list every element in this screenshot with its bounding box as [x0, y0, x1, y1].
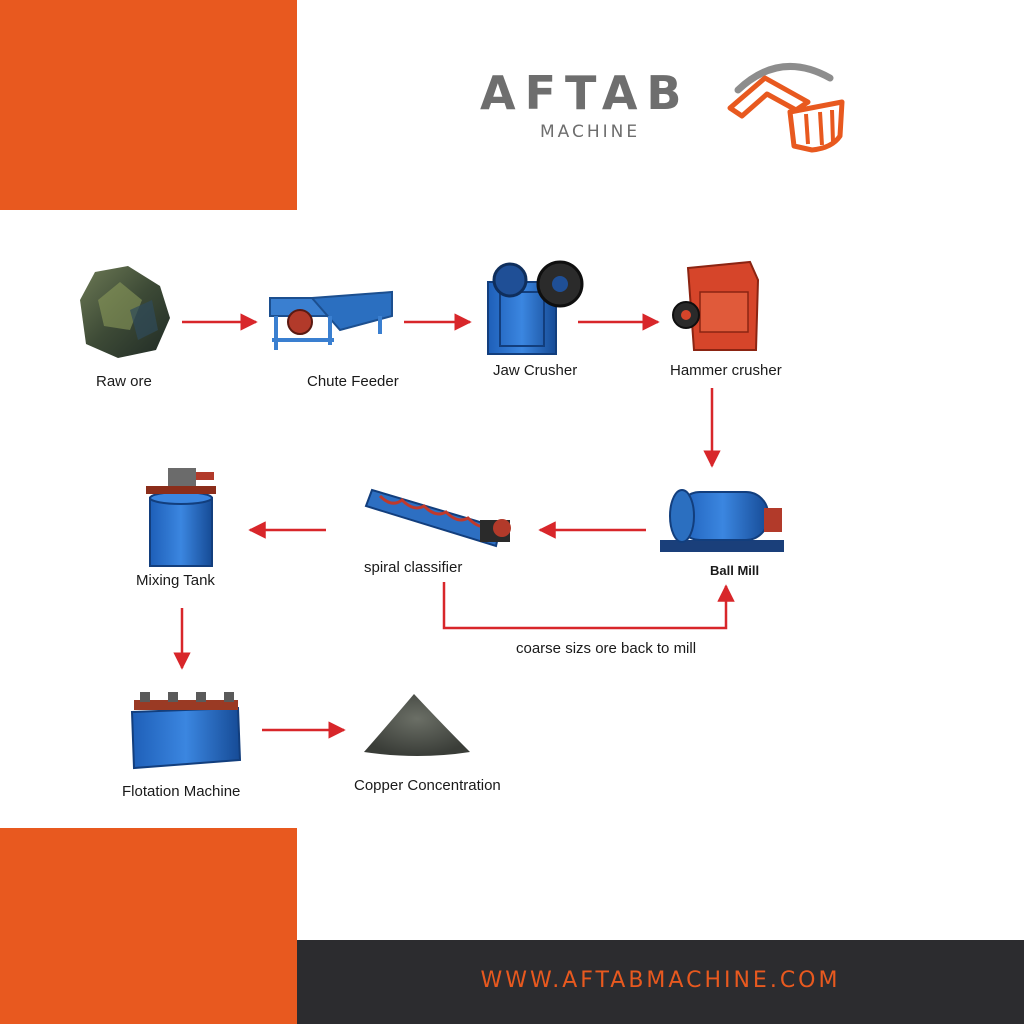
orange-corner-block-bottom — [0, 828, 297, 1024]
footer-bar: WWW.AFTABMACHINE.COM — [297, 940, 1024, 1024]
label-raw-ore: Raw ore — [96, 373, 152, 390]
label-ball-mill: Ball Mill — [710, 563, 760, 578]
hammer-crusher-image — [672, 260, 760, 351]
label-jaw-crusher: Jaw Crusher — [493, 362, 578, 379]
website-url-text: WWW.AFTABMACHINE.COM — [480, 968, 841, 993]
flow-arrows — [173, 313, 735, 739]
label-mixing-tank: Mixing Tank — [136, 572, 215, 589]
excavator-logo-icon — [727, 63, 845, 153]
raw-ore-image — [80, 266, 170, 358]
mixing-tank-image — [146, 468, 216, 567]
copper-concentration-image — [364, 694, 470, 756]
arrow-coarse-ore-return-loop — [442, 582, 735, 630]
label-spiral-classifier: spiral classifier — [364, 559, 463, 576]
label-coarse-ore-loop: coarse sizs ore back to mill — [516, 640, 697, 657]
spiral-classifier-image — [364, 488, 511, 548]
label-copper-concentration: Copper Concentration — [354, 777, 501, 794]
label-chute-feeder: Chute Feeder — [307, 373, 399, 390]
flotation-machine-image — [130, 692, 242, 770]
jaw-crusher-image — [487, 260, 584, 355]
label-hammer-crusher: Hammer crusher — [670, 362, 782, 379]
chute-feeder-image — [269, 290, 393, 350]
brand-logo-wordmark: AFTAB — [480, 66, 691, 120]
orange-corner-block-top — [0, 0, 297, 210]
ball-mill-image — [660, 489, 784, 552]
brand-logo-subtitle: MACHINE — [540, 122, 641, 142]
label-flotation-machine: Flotation Machine — [122, 783, 241, 800]
